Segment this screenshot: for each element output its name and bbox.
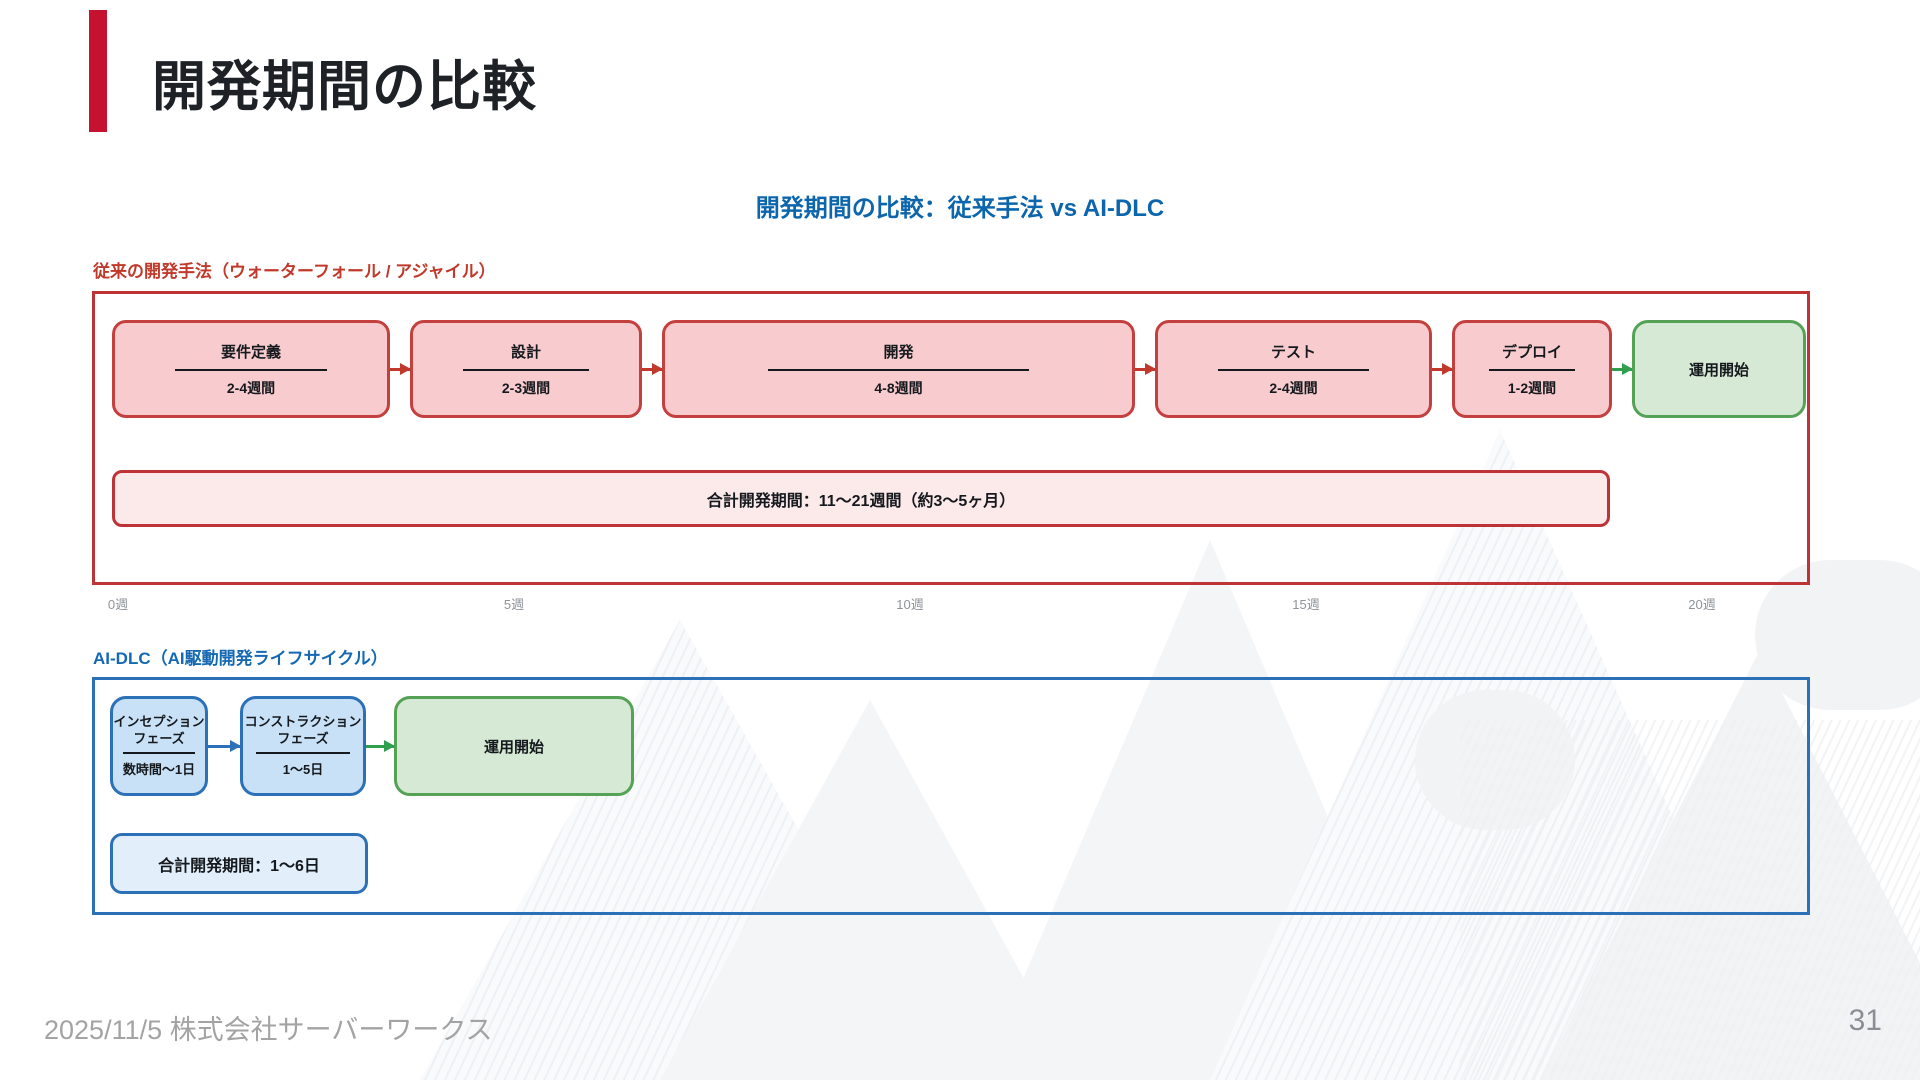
- week-axis: 0週 5週 10週 15週 20週: [0, 594, 1920, 614]
- axis-tick-label: 15週: [1292, 597, 1320, 612]
- phase-duration: 2-4週間: [226, 379, 276, 396]
- phase-divider: [1488, 368, 1576, 371]
- page-number: 31: [1848, 1004, 1882, 1037]
- phase-title: テスト: [1270, 343, 1316, 361]
- traditional-phase-row: 要件定義 2-4週間 設計 2-3週間 開発 4-8週間 テスト 2-4週間: [112, 320, 1806, 418]
- phase-box-test: テスト 2-4週間: [1155, 320, 1432, 418]
- page-title: 開発期間の比較: [152, 57, 537, 117]
- phase-divider: [123, 752, 195, 755]
- axis-tick-label: 20週: [1688, 597, 1716, 612]
- axis-tick-label: 10週: [896, 597, 924, 612]
- traditional-total-duration-box: 合計開発期間：11〜21週間（約3〜5ヶ月）: [112, 470, 1610, 527]
- phase-title: 要件定義: [220, 343, 281, 361]
- phase-box-requirements: 要件定義 2-4週間: [112, 320, 390, 418]
- phase-box-construction: コンストラクション フェーズ 1〜5日: [240, 696, 366, 796]
- phase-divider: [462, 368, 590, 371]
- cloud-shape: [1755, 560, 1920, 710]
- footer-date-company: 2025/11/5 株式会社サーバーワークス: [44, 1015, 493, 1045]
- phase-divider: [174, 368, 328, 371]
- arrow-right-icon: [642, 367, 662, 371]
- phase-divider: [1217, 368, 1370, 371]
- diagram-subtitle: 開発期間の比較：従来手法 vs AI-DLC: [755, 195, 1165, 222]
- traditional-section-label: 従来の開発手法（ウォーターフォール / アジャイル）: [93, 262, 496, 281]
- phase-box-deploy: デプロイ 1-2週間: [1452, 320, 1612, 418]
- arrow-right-icon: [366, 744, 394, 748]
- phase-duration: 1〜5日: [282, 762, 324, 778]
- phase-title: 設計: [510, 343, 541, 361]
- phase-duration: 数時間〜1日: [122, 762, 196, 778]
- phase-box-development: 開発 4-8週間: [662, 320, 1135, 418]
- aidlc-container: [92, 677, 1810, 915]
- arrow-right-icon: [1612, 367, 1632, 371]
- axis-tick-label: 0週: [107, 597, 129, 612]
- traditional-container: [92, 291, 1810, 585]
- operation-start-box: 運用開始: [394, 696, 634, 796]
- phase-box-inception: インセプション フェーズ 数時間〜1日: [110, 696, 208, 796]
- phase-duration: 2-4週間: [1269, 379, 1318, 396]
- arrow-right-icon: [390, 367, 410, 371]
- phase-title: 開発: [883, 343, 914, 361]
- aidlc-total-duration-box: 合計開発期間：1〜6日: [110, 833, 368, 894]
- title-accent-bar: [89, 10, 107, 132]
- phase-title: インセプション フェーズ: [113, 713, 205, 746]
- phase-box-design: 設計 2-3週間: [410, 320, 642, 418]
- arrow-right-icon: [1135, 367, 1155, 371]
- aidlc-phase-row: インセプション フェーズ 数時間〜1日 コンストラクション フェーズ 1〜5日 …: [110, 696, 634, 796]
- phase-title: デプロイ: [1501, 343, 1562, 361]
- phase-duration: 2-3週間: [501, 379, 551, 396]
- phase-divider: [767, 368, 1030, 371]
- aidlc-section-label: AI-DLC（AI駆動開発ライフサイクル）: [93, 649, 388, 668]
- phase-duration: 4-8週間: [874, 379, 923, 396]
- arrow-right-icon: [208, 744, 240, 748]
- corner-stripes: [1460, 720, 1920, 1080]
- arrow-right-icon: [1432, 367, 1452, 371]
- operation-start-box: 運用開始: [1632, 320, 1806, 418]
- phase-duration: 1-2週間: [1507, 379, 1557, 396]
- phase-title: コンストラクション フェーズ: [244, 713, 362, 746]
- phase-divider: [256, 752, 350, 755]
- axis-tick-label: 5週: [503, 597, 525, 612]
